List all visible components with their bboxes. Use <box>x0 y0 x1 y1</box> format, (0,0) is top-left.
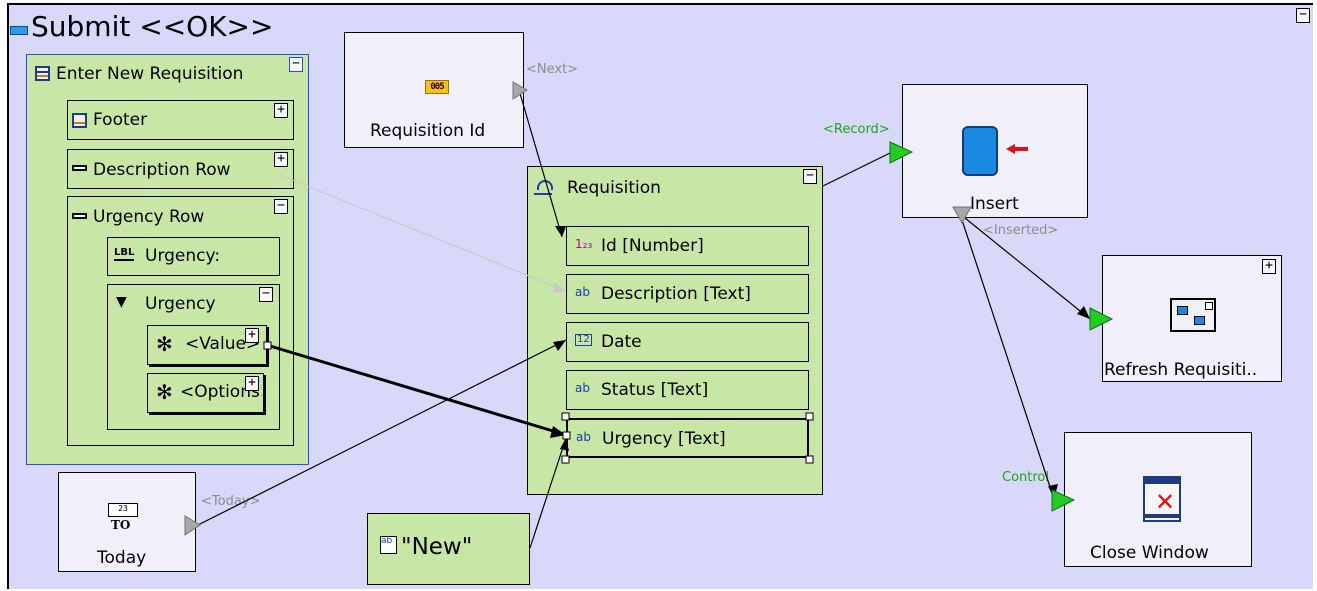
counter-icon: 005 <box>425 80 449 94</box>
calendar-icon: 23 <box>108 503 138 517</box>
control-port <box>1051 489 1076 512</box>
description-row-expand-button[interactable]: + <box>274 152 288 167</box>
refresh-in-port <box>1089 307 1114 331</box>
record-port <box>889 141 914 164</box>
flow-collapse-icon[interactable] <box>10 26 28 35</box>
value-port-handle <box>263 341 272 350</box>
urgency-label-text: Urgency: <box>145 246 221 266</box>
requisition-id-label: Requisition Id <box>370 121 486 141</box>
urgency-dropdown-collapse-button[interactable]: − <box>259 287 273 302</box>
text-constant-icon: ab <box>380 536 397 554</box>
red-arrow-icon <box>1006 144 1028 154</box>
urgency-row-label: Urgency Row <box>93 207 205 227</box>
selection-handle <box>561 455 570 464</box>
arrowhead <box>1077 306 1090 319</box>
chevron-down-icon: ▼ <box>116 294 127 310</box>
today-label: Today <box>97 548 147 568</box>
insert-label: Insert <box>970 194 1019 214</box>
selection-handle <box>805 412 814 421</box>
value-item-label: <Value> <box>185 334 261 354</box>
arrowhead <box>560 438 569 451</box>
inserted-port <box>952 206 972 225</box>
today-node[interactable] <box>58 472 196 572</box>
urgency-dropdown-label: Urgency <box>145 294 216 314</box>
row-icon <box>72 213 87 219</box>
next-port-label: <Next> <box>526 62 579 77</box>
form-icon <box>35 66 50 81</box>
today-port <box>184 515 201 536</box>
arrowhead <box>555 226 566 237</box>
field-urgency[interactable]: ab Urgency [Text] <box>566 418 809 458</box>
close-window-icon: ✕ <box>1143 476 1181 522</box>
urgency-port-handle <box>562 431 571 440</box>
options-item-expand-button[interactable]: + <box>245 376 259 391</box>
next-port <box>512 81 528 100</box>
value-item-expand-button[interactable]: + <box>245 328 259 343</box>
label-icon: LBL <box>114 247 135 261</box>
requisition-title: Requisition <box>567 178 661 198</box>
text-type-icon: ab <box>575 381 590 395</box>
refresh-expand-button[interactable]: + <box>1262 259 1276 274</box>
description-row-label: Description Row <box>93 160 231 180</box>
arrowhead <box>553 283 566 293</box>
field-date[interactable]: 12 Date <box>566 322 809 362</box>
date-type-icon: 12 <box>575 334 592 346</box>
text-type-icon: ab <box>576 430 591 444</box>
refresh-icon <box>1170 298 1216 332</box>
form-title: Enter New Requisition <box>56 64 244 84</box>
options-item-panel[interactable] <box>147 373 264 413</box>
connector-inserted-to-close <box>959 213 1055 500</box>
urgency-row-collapse-button[interactable]: − <box>274 199 288 214</box>
options-item-label: <Options> <box>180 382 262 402</box>
arrowhead <box>550 426 566 438</box>
field-id[interactable]: 1₂₃ Id [Number] <box>566 226 809 266</box>
flow-collapse-button[interactable]: − <box>1296 8 1310 23</box>
field-label: Description [Text] <box>601 284 751 304</box>
database-insert-icon <box>962 126 998 176</box>
row-icon <box>72 165 87 171</box>
field-label: Status [Text] <box>601 380 709 400</box>
connector-new-to-urgency <box>529 437 567 549</box>
constant-new-label: "New" <box>401 534 473 560</box>
field-label: Urgency [Text] <box>602 429 726 449</box>
footer-icon <box>72 113 87 128</box>
requisition-collapse-button[interactable]: − <box>803 169 817 184</box>
asterisk-icon: ✻ <box>156 332 173 356</box>
connector-description-to-description <box>279 174 567 292</box>
connector-value-to-urgency <box>269 344 564 436</box>
close-window-label: Close Window <box>1090 543 1209 563</box>
control-port-label: Control <box>1002 470 1049 485</box>
footer-panel[interactable] <box>67 100 294 140</box>
inserted-port-label: <Inserted> <box>983 223 1059 238</box>
urgency-label-panel[interactable] <box>107 237 280 276</box>
form-collapse-button[interactable]: − <box>289 57 303 72</box>
arrowhead <box>553 340 566 351</box>
connector-today-to-date <box>195 339 567 527</box>
record-port-label: <Record> <box>823 122 890 137</box>
footer-expand-button[interactable]: + <box>274 103 288 118</box>
field-label: Id [Number] <box>601 236 704 256</box>
field-label: Date <box>601 332 642 352</box>
refresh-label: Refresh Requisiti.. <box>1104 360 1258 380</box>
today-icon-text: TO <box>111 518 131 532</box>
selection-handle <box>561 412 570 421</box>
text-type-icon: ab <box>575 285 590 299</box>
connector-requisition-to-insert <box>822 151 893 187</box>
flow-title: Submit <<OK>> <box>31 10 274 43</box>
connector-next-to-id <box>518 89 563 238</box>
selection-handle <box>805 455 814 464</box>
description-row-panel[interactable] <box>67 149 294 189</box>
number-type-icon: 1₂₃ <box>575 237 593 251</box>
field-description[interactable]: ab Description [Text] <box>566 274 809 314</box>
footer-label: Footer <box>93 110 148 130</box>
asterisk-icon: ✻ <box>156 380 173 404</box>
field-status[interactable]: ab Status [Text] <box>566 370 809 410</box>
connector-inserted-to-refresh <box>959 213 1091 320</box>
today-port-label: <Today> <box>201 494 261 509</box>
